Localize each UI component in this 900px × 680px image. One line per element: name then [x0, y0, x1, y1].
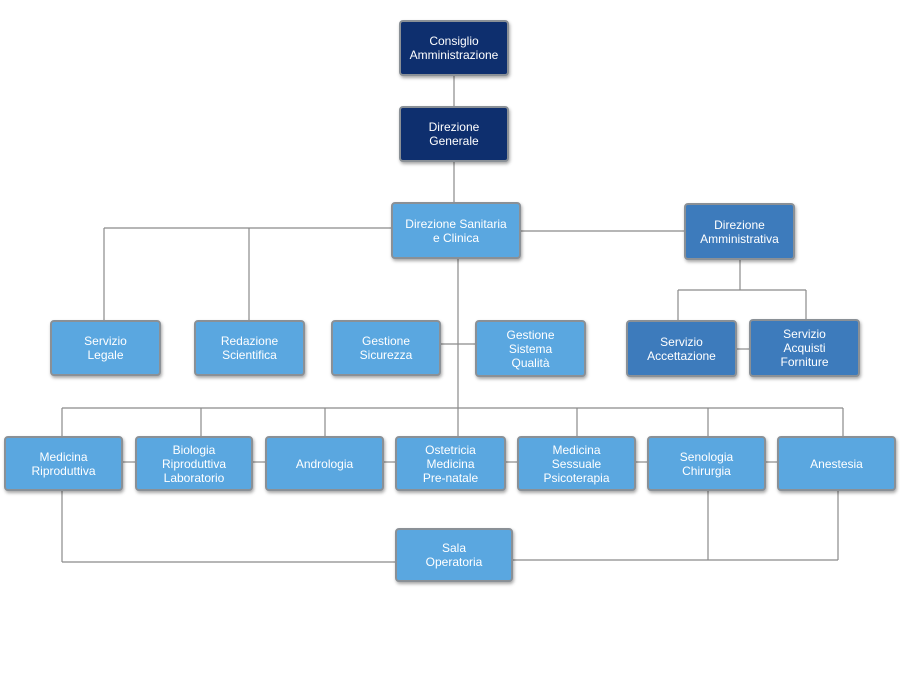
node-label: Chirurgia	[682, 463, 731, 478]
node-label: Generale	[429, 134, 479, 148]
node-label: Pre-natale	[422, 470, 479, 485]
node-label: Gestione	[361, 334, 411, 348]
node-label: Scientifica	[222, 348, 277, 362]
node-label: Acquisti	[783, 341, 826, 355]
node-label: Riproduttiva	[161, 456, 227, 471]
node-label: Servizio	[783, 327, 826, 341]
node-label: Direzione Sanitaria	[405, 216, 507, 231]
node-label: e Clinica	[432, 230, 479, 245]
node-label: Laboratorio	[163, 470, 225, 485]
node-label: Sistema	[508, 341, 553, 356]
node-label: Medicina	[426, 456, 475, 471]
node-label: Forniture	[780, 355, 829, 369]
node-label: Medicina	[552, 442, 601, 457]
node-label: Gestione	[506, 327, 555, 342]
node-label: Consiglio	[429, 34, 479, 48]
node-label: Medicina	[39, 449, 88, 464]
node-label: Psicoterapia	[543, 470, 610, 485]
node-label: Direzione	[714, 217, 765, 232]
node-label: Redazione	[220, 334, 279, 348]
node-label: Accettazione	[647, 348, 716, 363]
node-label: Direzione	[428, 120, 480, 134]
node-label: Servizio	[660, 334, 703, 349]
node-label: Legale	[87, 348, 124, 362]
node-label: Qualità	[511, 355, 550, 370]
node-label: Sala	[441, 541, 466, 555]
node-label: Sessuale	[551, 456, 602, 471]
node-label: Amministrazione	[409, 48, 499, 62]
node-label: Operatoria	[425, 555, 483, 569]
node-label: Andrologia	[295, 456, 354, 471]
node-label: Biologia	[172, 442, 216, 457]
node-label: Amministrativa	[700, 231, 779, 246]
node-label: Servizio	[84, 334, 127, 348]
node-label: Sicurezza	[359, 348, 413, 362]
node-label: Anestesia	[810, 456, 863, 471]
node-label: Senologia	[679, 449, 734, 464]
node-andrologia: Andrologia	[265, 436, 384, 491]
node-anestesia: Anestesia	[777, 436, 896, 491]
node-label: Riproduttiva	[31, 463, 96, 478]
node-label: Ostetricia	[425, 442, 476, 457]
